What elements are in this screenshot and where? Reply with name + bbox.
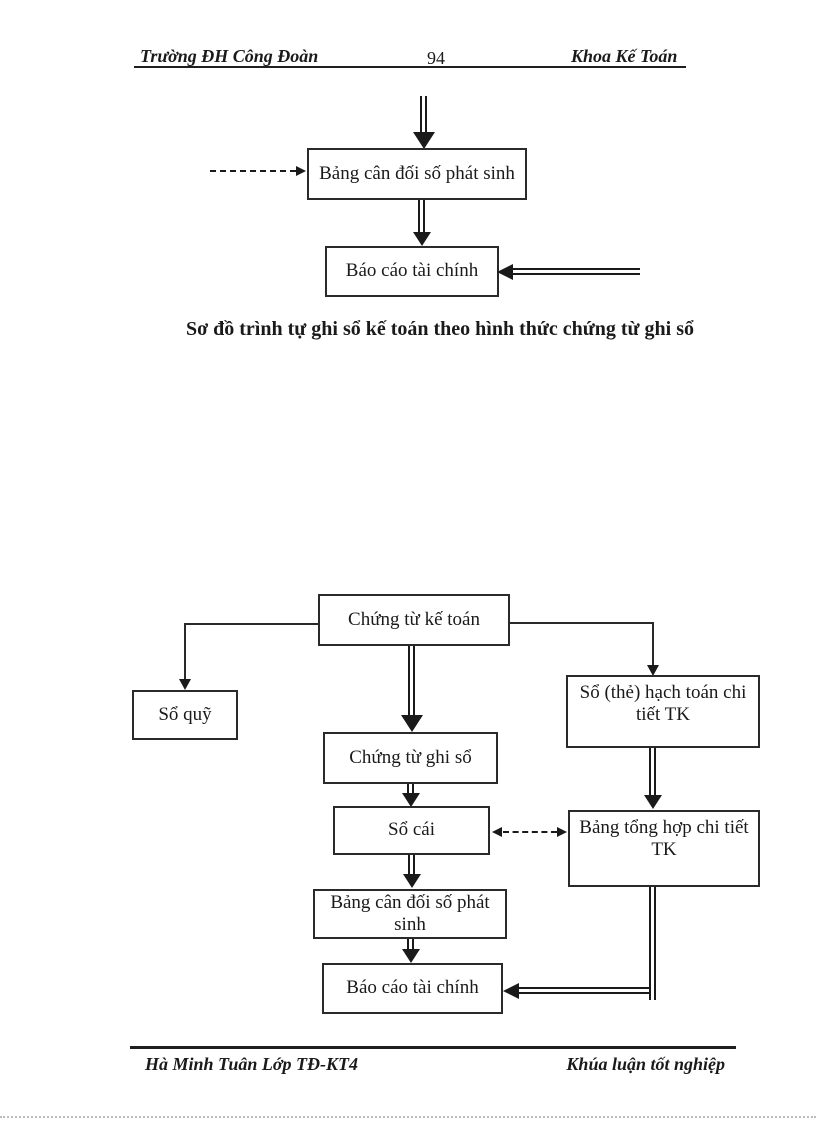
d2-arrowhead-into-so-the: [647, 665, 659, 676]
d1-connector-right-into-bao-cao: [512, 268, 640, 275]
d2-connector-socai-to-bangcandoi: [408, 855, 415, 875]
d1-node-bang-can-doi-so-phat-sinh: Bảng cân đối số phát sinh: [307, 148, 527, 200]
d2-arrowhead-into-bang-tong-hop: [644, 795, 662, 809]
d1-node-bao-cao-tai-chinh: Báo cáo tài chính: [325, 246, 499, 297]
page-number: 94: [427, 48, 445, 68]
d2-node-bang-can-doi-so-phat-sinh: Bảng cân đối số phát sinh: [313, 889, 507, 939]
d1-arrowhead-left-into-bao-cao: [497, 264, 513, 280]
d2-dashed-arrowhead-right: [557, 827, 567, 837]
d2-connector-bangcandoi-to-baocao: [407, 939, 414, 950]
d2-connector-left-horizontal: [184, 623, 318, 625]
header-rule: [134, 66, 686, 68]
d2-arrowhead-into-chung-tu-ghi-so: [401, 715, 423, 732]
d2-connector-right-horizontal: [510, 622, 654, 624]
d2-node-so-cai: Sổ cái: [333, 806, 490, 855]
header-school-name: Trường ĐH Công Đoàn: [140, 46, 319, 66]
d2-node-so-the-hach-toan-chi-tiet-tk: Sổ (thẻ) hạch toán chi tiết TK: [566, 675, 760, 748]
d2-arrowhead-into-so-quy: [179, 679, 191, 690]
d2-connector-bangtonghop-down: [649, 887, 656, 1000]
d1-arrowhead-into-bao-cao: [413, 232, 431, 246]
footer-rule: [130, 1046, 736, 1049]
d2-node-chung-tu-ghi-so: Chứng từ ghi sổ: [323, 732, 498, 784]
d2-arrowhead-left-into-bao-cao: [503, 983, 519, 999]
d2-node-chung-tu-ke-toan: Chứng từ kế toán: [318, 594, 510, 646]
d2-arrowhead-into-bang-can-doi: [403, 874, 421, 888]
header-faculty-name: Khoa Kế Toán: [571, 46, 678, 66]
d2-arrowhead-into-so-cai: [402, 793, 420, 807]
footer-author-class: Hà Minh Tuân Lớp TĐ-KT4: [145, 1054, 359, 1074]
d2-dashed-arrowhead-left: [492, 827, 502, 837]
diagram1-caption: Sơ đồ trình tự ghi sổ kế toán theo hình …: [185, 318, 695, 340]
d2-arrowhead-into-bao-cao: [402, 949, 420, 963]
d2-node-so-quy: Sổ quỹ: [132, 690, 238, 740]
d2-dashed-connector-socai-bangtonghop: [503, 831, 557, 833]
d1-arrowhead-into-bang-can-doi: [413, 132, 435, 149]
d2-connector-sothe-to-bangtonghop: [649, 748, 656, 796]
d1-dashed-connector-left: [210, 170, 296, 172]
d2-node-bang-tong-hop-chi-tiet-tk: Bảng tổng hợp chi tiết TK: [568, 810, 760, 887]
d2-node-bao-cao-tai-chinh: Báo cáo tài chính: [322, 963, 503, 1014]
d1-connector-bangcandoi-to-baocao: [418, 200, 425, 232]
footer-document-type: Khúa luận tốt nghiệp: [566, 1054, 725, 1074]
d2-connector-chungtughiso-to-socai: [407, 784, 414, 794]
d2-connector-right-vertical: [652, 622, 654, 667]
bottom-dotted-rule: [0, 1116, 816, 1118]
d1-dashed-arrowhead-right: [296, 166, 306, 176]
d2-connector-chungtuketoan-to-chungtughiso: [408, 646, 415, 716]
d2-connector-left-vertical: [184, 623, 186, 681]
d2-connector-right-into-bao-cao: [517, 987, 649, 994]
d1-connector-top: [420, 96, 427, 134]
